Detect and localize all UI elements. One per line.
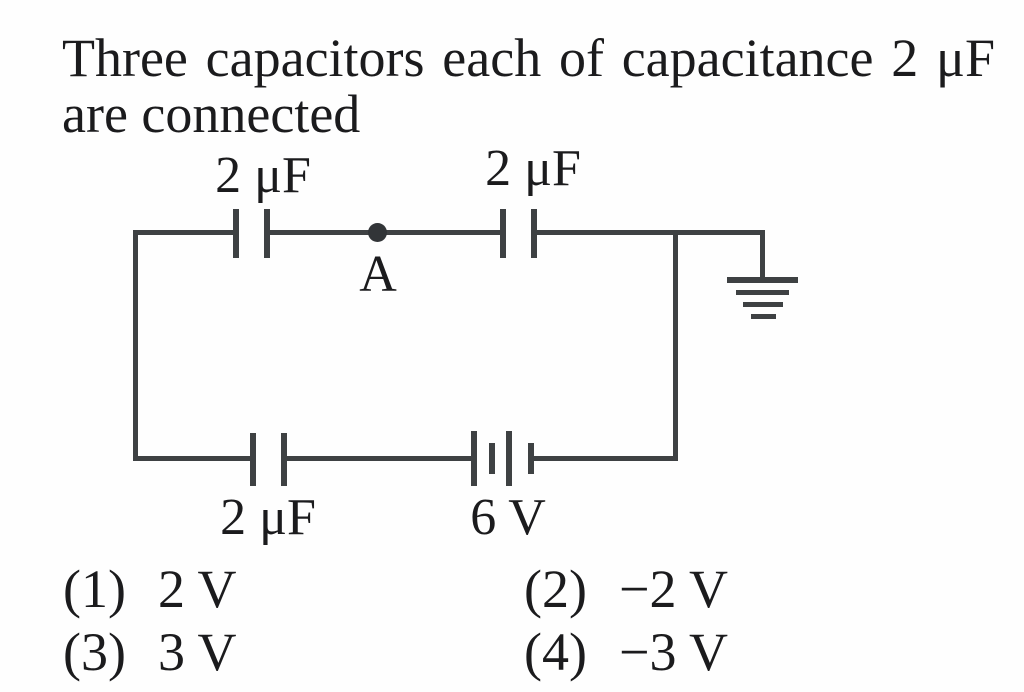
- battery-plate-short: [528, 443, 534, 474]
- wire-left-vertical: [133, 230, 138, 461]
- wire-right-vertical: [673, 230, 678, 461]
- option-1[interactable]: (1) 2 V: [63, 562, 237, 616]
- option-3[interactable]: (3) 3 V: [63, 625, 237, 679]
- capacitor-plate: [250, 433, 256, 486]
- option-value: 2 V: [158, 559, 237, 619]
- question-text-line1: Three capacitors each of capacitance 2 μ…: [62, 28, 995, 88]
- capacitor-plate: [233, 209, 239, 258]
- ground-bar: [736, 290, 789, 295]
- option-number: (3): [63, 622, 126, 682]
- node-a-dot: [368, 223, 387, 242]
- capacitor-plate: [281, 433, 287, 486]
- capacitor-top-left-label: 2 μF: [215, 147, 311, 204]
- capacitor-bottom-label: 2 μF: [220, 489, 316, 546]
- battery-plate-long: [471, 431, 477, 486]
- ground-bar: [743, 302, 783, 307]
- option-number: (4): [524, 622, 587, 682]
- ground-bar: [727, 277, 798, 283]
- node-a-label: A: [359, 246, 397, 303]
- battery-plate-long: [506, 431, 512, 486]
- ground-bar: [751, 314, 776, 319]
- option-value: −2 V: [619, 559, 728, 619]
- battery-plate-short: [489, 443, 495, 474]
- wire-top-right-segment: [536, 230, 765, 235]
- option-2[interactable]: (2) −2 V: [524, 562, 728, 616]
- option-value: 3 V: [158, 622, 237, 682]
- option-4[interactable]: (4) −3 V: [524, 625, 728, 679]
- capacitor-plate: [531, 209, 537, 258]
- wire-top-left-segment: [133, 230, 233, 235]
- question-text-line2: are connected: [62, 84, 361, 144]
- option-value: −3 V: [619, 622, 728, 682]
- capacitor-top-right-label: 2 μF: [485, 140, 581, 197]
- option-number: (2): [524, 559, 587, 619]
- option-number: (1): [63, 559, 126, 619]
- capacitor-plate: [500, 209, 506, 258]
- capacitor-plate: [264, 209, 270, 258]
- ground-lead-wire: [760, 230, 765, 277]
- wire-bottom-middle-segment: [286, 456, 471, 461]
- battery-label: 6 V: [470, 489, 546, 546]
- wire-bottom-right-segment: [533, 456, 678, 461]
- wire-bottom-left-segment: [133, 456, 250, 461]
